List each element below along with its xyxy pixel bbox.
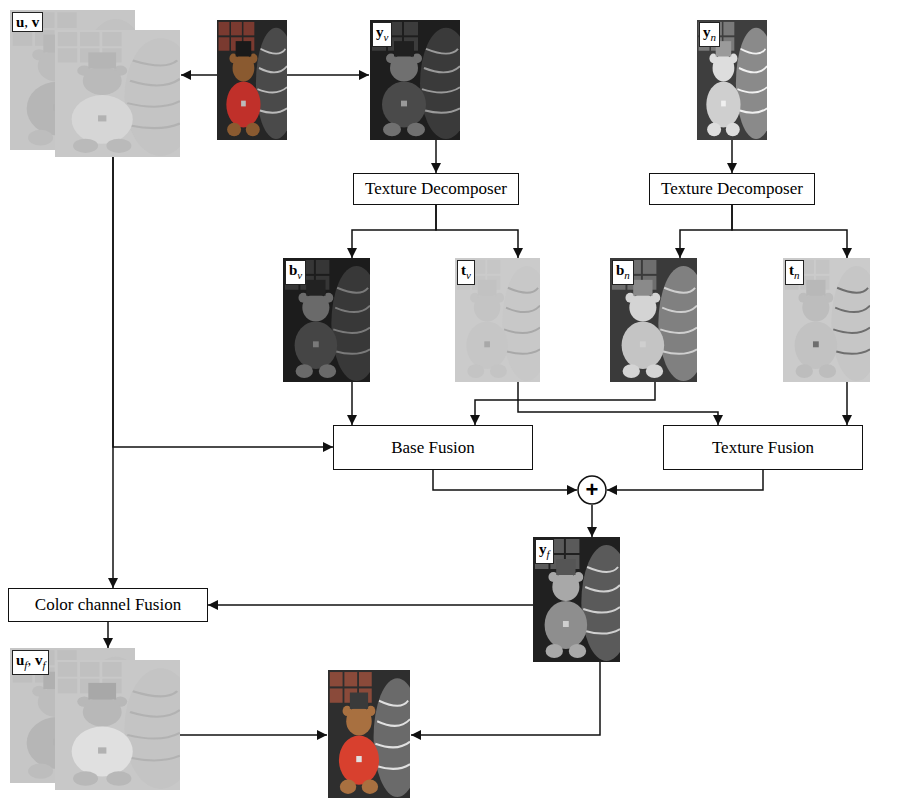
arrow-line bbox=[180, 734, 327, 736]
box-label: Color channel Fusion bbox=[35, 595, 181, 615]
symbol-subscript: f bbox=[24, 659, 27, 671]
color-image bbox=[217, 20, 296, 140]
process-box: Color channel Fusion bbox=[8, 588, 208, 622]
image-label: tn bbox=[785, 260, 804, 285]
operator-label: + bbox=[586, 479, 599, 501]
box-label: Base Fusion bbox=[391, 438, 475, 458]
image-label: yv bbox=[372, 22, 392, 47]
separator: , bbox=[24, 14, 32, 30]
box-label: Texture Decomposer bbox=[365, 179, 507, 199]
nir-image bbox=[697, 20, 776, 140]
symbol-subscript: v bbox=[466, 269, 471, 281]
symbol-letter: b bbox=[616, 262, 624, 278]
process-box: Texture Decomposer bbox=[353, 173, 519, 205]
image-label: bv bbox=[285, 260, 306, 285]
connector-arrow bbox=[352, 205, 436, 258]
base-image bbox=[610, 258, 709, 382]
texture-image bbox=[783, 258, 882, 382]
symbol-letter: u bbox=[16, 14, 24, 30]
luma-image bbox=[370, 20, 472, 140]
symbol-letter: t bbox=[461, 262, 466, 278]
symbol-subscript: v bbox=[384, 31, 389, 43]
connector-arrow bbox=[208, 604, 533, 606]
texture-image bbox=[455, 258, 551, 382]
symbol-letter: v bbox=[35, 652, 43, 668]
separator: , bbox=[27, 652, 35, 668]
image-panel: bn bbox=[610, 258, 697, 382]
image-panel: tn bbox=[783, 258, 870, 382]
image-panel: yn bbox=[697, 20, 767, 140]
connector-arrow bbox=[112, 157, 114, 588]
image-label: u, v bbox=[12, 12, 43, 32]
symbol-letter: b bbox=[289, 262, 297, 278]
symbol-subscript: n bbox=[711, 31, 717, 43]
symbol-letter: u bbox=[16, 652, 24, 668]
connector-arrow bbox=[591, 505, 593, 537]
connector-arrow bbox=[732, 205, 847, 258]
image-panel: tv bbox=[455, 258, 540, 382]
connector-arrow bbox=[731, 140, 733, 173]
image-label: uf, vf bbox=[12, 650, 49, 675]
image-panel: bv bbox=[283, 258, 370, 382]
arrow-line bbox=[181, 74, 217, 76]
image-panel: yv bbox=[370, 20, 460, 140]
process-box: Base Fusion bbox=[333, 425, 533, 470]
image-panel: uf, vf bbox=[10, 648, 180, 790]
connector-arrow bbox=[607, 470, 763, 490]
sum-circle: + bbox=[577, 475, 607, 505]
connector-arrow bbox=[436, 205, 518, 258]
box-label: Texture Fusion bbox=[712, 438, 814, 458]
connector-arrow bbox=[433, 470, 577, 490]
symbol-letter: y bbox=[376, 24, 384, 40]
layout-arrows bbox=[180, 75, 600, 735]
arrow-line bbox=[411, 662, 600, 735]
fused-color-image bbox=[328, 670, 421, 798]
process-box: Texture Decomposer bbox=[649, 173, 815, 205]
image-label: bn bbox=[612, 260, 634, 285]
image-label: yf bbox=[535, 539, 554, 564]
connector-arrow bbox=[680, 205, 732, 258]
symbol-letter: y bbox=[703, 24, 711, 40]
connector-arrow bbox=[846, 382, 848, 425]
symbol-subscript: n bbox=[624, 269, 630, 281]
connector-arrow bbox=[518, 382, 718, 425]
symbol-letter: t bbox=[789, 262, 794, 278]
symbol-letter: v bbox=[32, 14, 40, 30]
chroma-image bbox=[55, 660, 197, 790]
arrow-line bbox=[287, 74, 369, 76]
process-box: Texture Fusion bbox=[663, 425, 863, 470]
image-label: tv bbox=[457, 260, 475, 285]
connector-arrow bbox=[113, 157, 333, 447]
symbol-letter: y bbox=[539, 541, 547, 557]
connector-arrow bbox=[435, 140, 437, 173]
connector-arrow bbox=[107, 622, 109, 648]
image-panel: u, v bbox=[10, 10, 180, 157]
fused-luma-image bbox=[533, 537, 632, 662]
base-image bbox=[283, 258, 382, 382]
connector-arrow bbox=[475, 382, 655, 425]
symbol-subscript: f bbox=[547, 548, 550, 560]
image-panel: yf bbox=[533, 537, 620, 662]
box-label: Texture Decomposer bbox=[661, 179, 803, 199]
connector-arrow bbox=[351, 382, 353, 425]
symbol-subscript: f bbox=[42, 659, 45, 671]
symbol-subscript: v bbox=[297, 269, 302, 281]
symbol-subscript: n bbox=[794, 269, 800, 281]
chroma-image bbox=[55, 30, 197, 157]
image-label: yn bbox=[699, 22, 720, 47]
